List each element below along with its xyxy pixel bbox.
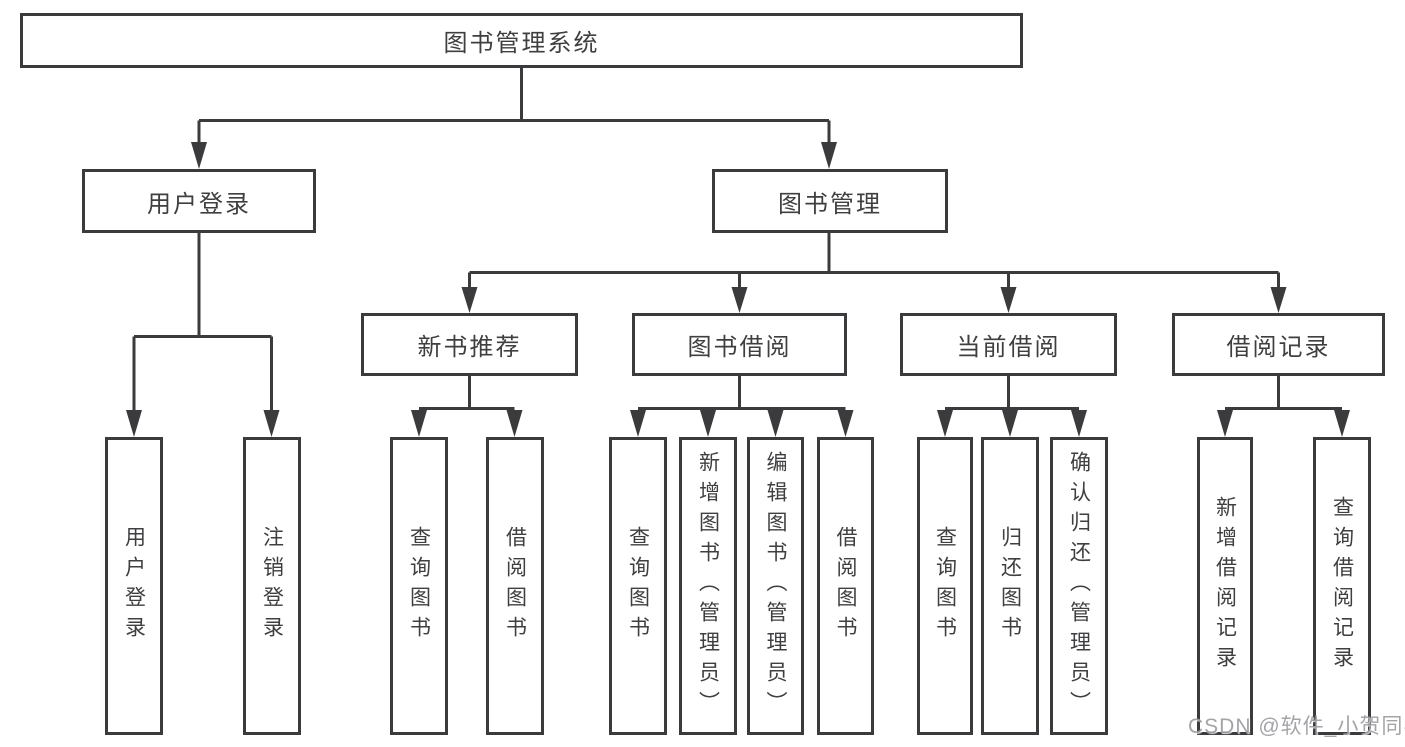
arrowhead	[411, 410, 427, 437]
leaf-label: 注销登录	[260, 526, 284, 646]
leaf-label: 确认归还（管理员）	[1067, 451, 1091, 721]
connector-root-to-level2	[197, 68, 831, 148]
arrowhead	[837, 410, 854, 437]
leaf-label: 查询借阅记录	[1330, 496, 1354, 676]
leaf-label: 查询图书	[626, 526, 650, 646]
connector-book-borrowing-children	[638, 376, 846, 410]
leaf-label: 用户登录	[122, 526, 146, 646]
connector-book-management-children	[468, 233, 1280, 292]
arrowhead	[1002, 410, 1018, 437]
connector-user-login-children	[132, 233, 273, 415]
leaf-label: 借阅图书	[834, 526, 857, 646]
leaf-label: 借阅图书	[503, 526, 527, 646]
node-library-management-system: 图书管理系统	[20, 13, 1023, 68]
arrowhead	[731, 287, 748, 313]
leaf-label: 归还图书	[998, 526, 1022, 646]
leaf-add-borrow-record: 新增借阅记录	[1197, 437, 1253, 735]
leaf-confirm-return-admin: 确认归还（管理员）	[1050, 437, 1108, 735]
leaf-label: 编辑图书（管理员）	[764, 451, 787, 721]
node-book-management: 图书管理	[712, 169, 948, 233]
connector-current-borrowing-children	[945, 376, 1079, 410]
leaf-query-borrow-record: 查询借阅记录	[1313, 437, 1371, 735]
leaf-label: 新增借阅记录	[1213, 496, 1237, 676]
node-current-borrowing: 当前借阅	[900, 313, 1117, 376]
leaf-query-books-borrowing: 查询图书	[609, 437, 667, 735]
arrowhead	[1071, 410, 1087, 437]
node-new-book-recommend: 新书推荐	[361, 313, 578, 376]
leaf-query-books-current: 查询图书	[917, 437, 973, 735]
arrowhead	[767, 410, 784, 437]
node-book-borrowing: 图书借阅	[632, 313, 847, 376]
leaf-label: 查询图书	[933, 526, 957, 646]
arrowhead	[1334, 410, 1350, 437]
leaf-logout: 注销登录	[243, 437, 301, 735]
watermark: CSDN @软件_小贺同学	[1188, 715, 1405, 738]
node-user-login: 用户登录	[82, 169, 316, 233]
leaf-edit-book-admin: 编辑图书（管理员）	[747, 437, 804, 735]
connector-new-book-recommend-children	[419, 376, 515, 410]
connector-borrow-records-children	[1225, 376, 1342, 410]
leaf-label: 新增图书（管理员）	[696, 451, 720, 721]
arrowhead	[263, 410, 280, 437]
node-borrow-records: 借阅记录	[1172, 313, 1385, 376]
arrowhead	[461, 287, 478, 313]
arrowhead	[1000, 287, 1017, 313]
arrowhead	[1217, 410, 1233, 437]
arrowhead	[506, 410, 523, 437]
arrowhead	[191, 142, 207, 169]
leaf-label: 查询图书	[407, 526, 431, 646]
leaf-user-login: 用户登录	[105, 437, 163, 735]
leaf-borrow-books-borrowing: 借阅图书	[817, 437, 874, 735]
leaf-return-books: 归还图书	[981, 437, 1039, 735]
arrowhead	[937, 410, 953, 437]
leaf-borrow-books-recommend: 借阅图书	[486, 437, 544, 735]
arrowhead	[1270, 287, 1287, 313]
arrowhead	[821, 142, 837, 169]
arrowheads	[126, 142, 1350, 437]
leaf-add-book-admin: 新增图书（管理员）	[679, 437, 737, 735]
arrowhead	[126, 410, 142, 437]
leaf-query-books-recommend: 查询图书	[390, 437, 448, 735]
arrowhead	[630, 410, 646, 437]
arrowhead	[700, 410, 716, 437]
